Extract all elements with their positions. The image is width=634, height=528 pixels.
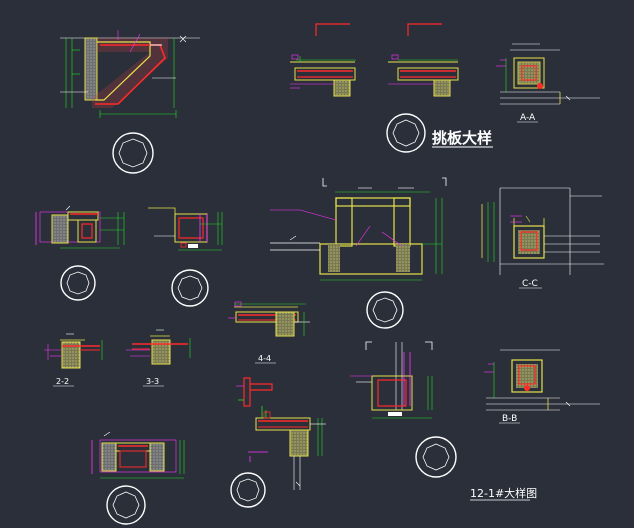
section-label-4-4: 4-4 <box>258 354 271 363</box>
section-4-4-detail <box>228 301 310 337</box>
section-a-a-detail <box>496 43 600 105</box>
sheet-title: 12-1#大样图 <box>470 486 537 500</box>
main-title: 挑板大样 <box>432 129 492 147</box>
section-marker-circle <box>60 265 96 301</box>
section-marker-circle <box>230 472 266 508</box>
section-marker-circle <box>171 269 209 307</box>
detail-wall-left <box>35 205 125 249</box>
section-marker-circle <box>366 291 404 329</box>
section-marker-circle <box>106 485 146 525</box>
section-marker-circle <box>112 132 154 174</box>
detail-beam-bottom-left <box>91 431 185 479</box>
detail-cantilever-left <box>290 23 356 97</box>
section-3-3-detail <box>126 329 191 365</box>
detail-foundation-center <box>270 177 447 281</box>
detail-step-bottom-center <box>236 377 326 490</box>
section-marker-circle <box>415 436 457 478</box>
section-label-b-b: B-B <box>502 414 517 424</box>
detail-wall-right <box>148 207 223 251</box>
detail-wall-center-right <box>350 341 433 419</box>
detail-sloped-canopy <box>60 30 200 118</box>
section-label-2-2: 2-2 <box>56 377 69 386</box>
section-c-c-detail <box>481 187 604 275</box>
section-2-2-detail <box>44 333 103 369</box>
detail-cantilever-right <box>388 23 459 97</box>
section-marker-circle <box>386 113 426 153</box>
section-b-b-detail <box>484 349 600 411</box>
section-label-3-3: 3-3 <box>146 377 159 386</box>
section-label-c-c: C-C <box>522 279 538 289</box>
section-label-a-a: A-A <box>520 113 536 123</box>
